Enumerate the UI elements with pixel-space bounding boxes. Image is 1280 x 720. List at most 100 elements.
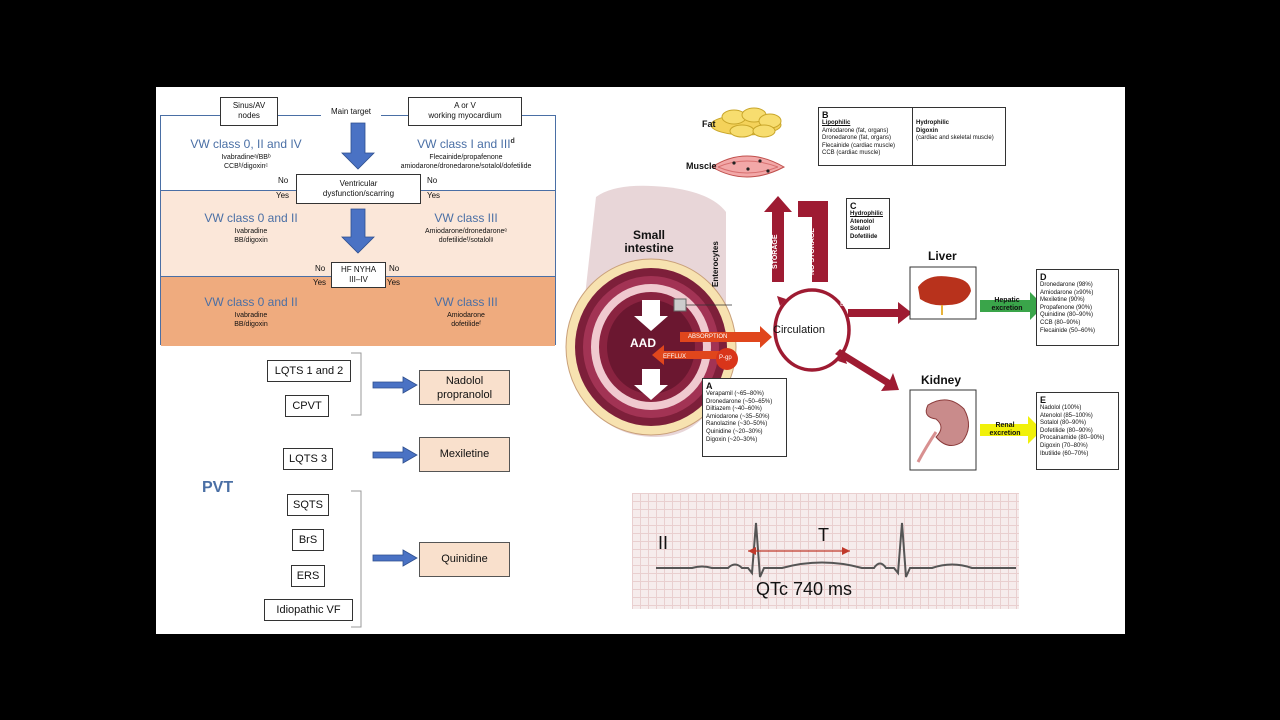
- box-b: B Lipophilic Amiodarone (fat, organs) Dr…: [818, 107, 1006, 166]
- kidney-icon: [925, 399, 969, 447]
- box-d-line: Quinidine (80–90%): [1040, 312, 1094, 319]
- intestine: [565, 185, 737, 437]
- box-b-lipophilic: Lipophilic: [822, 120, 851, 126]
- sqts-box: SQTS: [287, 494, 329, 516]
- box-b-divider: [912, 108, 913, 165]
- storage-arrow: [764, 196, 792, 282]
- down-arrow-2: [341, 208, 375, 254]
- vw-0-ii-iv-title: VW class 0, II and IV: [190, 137, 302, 151]
- box-e-line: Procainamide (80–90%): [1040, 435, 1105, 442]
- yes-right-2: Yes: [387, 278, 401, 287]
- enterocytes-label: Enterocytes: [711, 241, 720, 287]
- storage-label: STORAGE: [772, 234, 779, 270]
- fat-globules: [710, 107, 782, 138]
- sinus-av-box: Sinus/AV nodes: [220, 97, 278, 126]
- box-d: D Dronedarone (98%) Amiodarone (≥90%) Me…: [1036, 269, 1119, 346]
- box-a-line: Quinidine (~20–30%): [706, 428, 763, 435]
- box-e: E Nadolol (100%) Atenolol (85–100%) Sota…: [1036, 392, 1119, 470]
- small-intestine-label: Small intestine: [624, 228, 674, 255]
- ecg-panel: II T QTc 740 ms: [632, 493, 1019, 609]
- renal-arrow: [980, 416, 1042, 444]
- idiopathic-vf-box: Idiopathic VF: [264, 599, 353, 621]
- brs-box: BrS: [292, 529, 324, 551]
- bot-left-title: VW class 0 and II: [204, 295, 298, 309]
- bot-left-drugs1: Ivabradine: [234, 312, 268, 319]
- box-b-hyd-line: Digoxin: [916, 127, 938, 134]
- ecg-t-label: T: [818, 525, 829, 545]
- box-c: C Hydrophilic Atenolol Sotalol Dofetilid…: [846, 198, 890, 249]
- cpvt-box: CPVT: [285, 395, 329, 417]
- absorption-arrow: [680, 326, 772, 348]
- box-e-line: Dofetilide (80–90%): [1040, 427, 1093, 434]
- circulation-loop: [773, 288, 851, 372]
- box-d-line: Dronedarone (98%): [1040, 282, 1093, 288]
- mid-left-drugs2: BB/digoxin: [234, 237, 268, 244]
- no-left-1: No: [278, 176, 289, 185]
- absorption-label: ABSORPTION: [688, 334, 728, 340]
- box-a-line: Digoxin (~20–30%): [706, 436, 758, 443]
- no-right-1: No: [427, 176, 438, 185]
- yes-left-1: Yes: [276, 191, 290, 200]
- lqts3-box: LQTS 3: [283, 448, 333, 470]
- box-b-lip-line: Dronedarone (fat, organs): [822, 135, 892, 142]
- box-b-letter: B: [822, 110, 829, 120]
- bot-right-drugs1: Amiodarone: [447, 312, 485, 319]
- box-c-line: Atenolol: [850, 218, 874, 225]
- box-e-line: Digoxin (70–80%): [1040, 442, 1088, 449]
- box-a-line: Dronedarone (~50–65%): [706, 398, 773, 405]
- liver-icon: [918, 276, 971, 306]
- box-d-line: Propafenone (90%): [1040, 304, 1093, 311]
- box-b-left: B Lipophilic Amiodarone (fat, organs) Dr…: [822, 110, 910, 158]
- yes-left-2: Yes: [313, 278, 327, 287]
- arrow-nadolol: [372, 376, 418, 394]
- box-a: A Verapamil (~65–80%) Dronedarone (~50–6…: [702, 378, 787, 457]
- bot-right-title: VW class III: [434, 295, 498, 309]
- mid-left-title: VW class 0 and II: [204, 211, 298, 225]
- box-b-hyd-line: (cardiac and skeletal muscle): [916, 135, 994, 142]
- box-d-line: Mexiletine (90%): [1040, 297, 1085, 304]
- a-or-v-box: A or V working myocardium: [408, 97, 522, 126]
- box-c-line: Dofetilide: [850, 233, 878, 240]
- box-b-lip-line: Flecainide (cardiac muscle): [822, 142, 896, 149]
- mid-left-drugs1: Ivabradine: [234, 228, 268, 235]
- box-d-line: Flecainide (50–60%): [1040, 327, 1096, 334]
- vw-i-iii-text: VW class I and III: [417, 137, 511, 151]
- muscle-fiber: [711, 155, 786, 178]
- vw-i-iii-sup: d: [510, 138, 515, 145]
- pvt-brackets: [351, 352, 418, 628]
- arrow-mexiletine: [372, 446, 418, 464]
- no-right-2: No: [389, 264, 400, 273]
- box-e-line: Nadolol (100%): [1040, 405, 1082, 411]
- box-e-letter: E: [1040, 395, 1047, 405]
- box-c-letter: C: [850, 201, 857, 211]
- down-arrow-1: [341, 122, 375, 170]
- box-b-lip-line: CCB (cardiac muscle): [822, 150, 881, 157]
- box-d-line: CCB (80–90%): [1040, 319, 1081, 326]
- box-b-right: Hydrophilic Digoxin (cardiac and skeleta…: [916, 120, 1004, 143]
- box-a-line: Verapamil (~65–80%): [706, 391, 764, 397]
- mid-right-title: VW class III: [434, 211, 498, 225]
- elimination-kidney-arrow: [835, 349, 899, 391]
- box-d-line: Amiodarone (≥90%): [1040, 289, 1094, 296]
- bracket-2: [351, 490, 362, 628]
- hf-nyha-box: HF NYHA III–IV: [331, 262, 386, 288]
- box-e-line: Sotalol (80–90%): [1040, 420, 1087, 427]
- box-e-line: Ibutilide (60–70%): [1040, 450, 1089, 457]
- mid-right-drugs2: dofetilideᶠ/sotalolᵍ: [438, 237, 494, 244]
- renal-label: Renal excretion: [989, 422, 1021, 437]
- mexiletine-box: Mexiletine: [419, 437, 510, 472]
- muscle-label: Muscle: [686, 161, 717, 171]
- pgp-label: P-gp: [719, 355, 732, 361]
- ecg-qtc-label: QTc 740 ms: [756, 579, 853, 599]
- box-a-line: Diltiazem (~40–60%): [706, 406, 762, 413]
- vw-i-iii-drugs1: Flecainide/propafenone: [429, 154, 503, 161]
- liver-label: Liver: [928, 249, 957, 263]
- bot-right-drugs2: dofetilideᶠ: [451, 321, 481, 328]
- mid-right-drugs1: Amiodarone/dronedaroneᵉ: [425, 228, 507, 235]
- quinidine-box: Quinidine: [419, 542, 510, 577]
- hepatic-label: Hepatic excretion: [991, 297, 1023, 312]
- nadolol-box: Nadolol propranolol: [419, 370, 510, 405]
- box-b-lip-line: Amiodarone (fat, organs): [822, 127, 889, 134]
- no-left-2: No: [315, 264, 326, 273]
- lqts12-box: LQTS 1 and 2: [267, 360, 351, 382]
